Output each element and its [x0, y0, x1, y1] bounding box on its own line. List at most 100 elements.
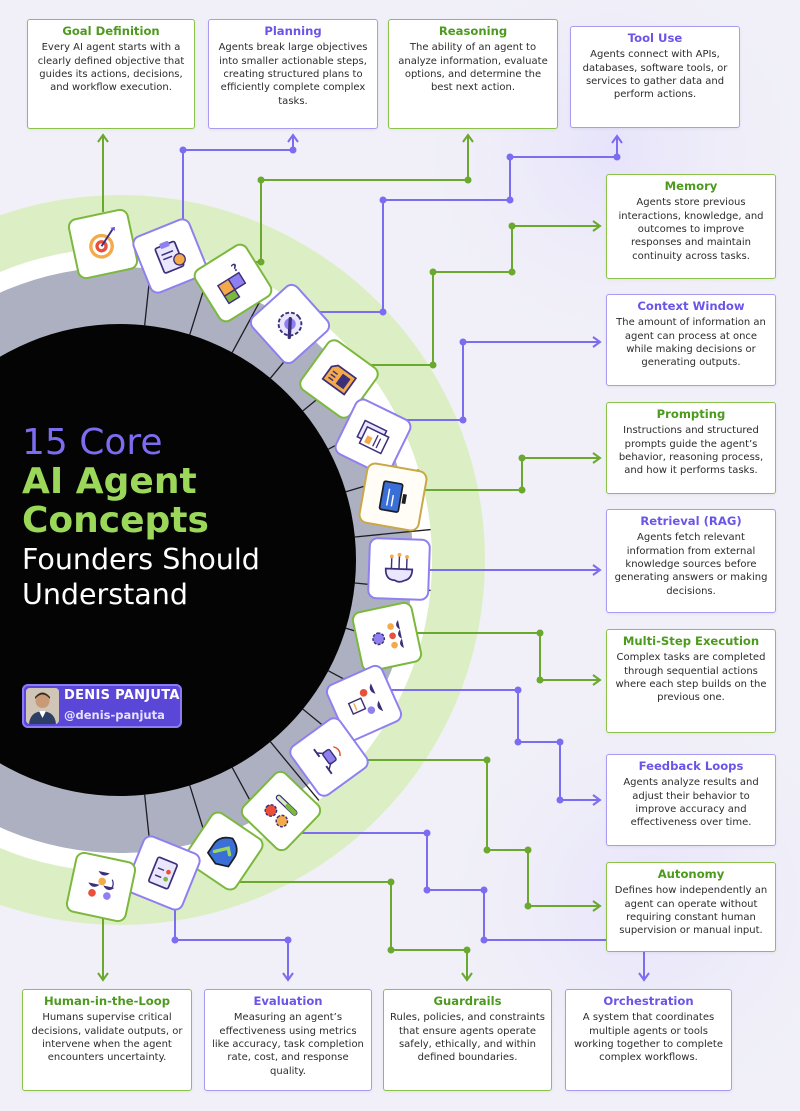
arrow-head	[638, 972, 650, 982]
arrow-head	[592, 452, 602, 464]
card-text: The ability of an agent to analyze infor…	[398, 42, 548, 94]
author-badge[interactable]: DENIS PANJUTA @denis-panjuta	[22, 684, 182, 728]
tile-goal-definition[interactable]	[66, 207, 140, 281]
card-memory[interactable]: Memory Agents store previous interaction…	[606, 174, 776, 279]
tile-orchestration[interactable]	[237, 767, 325, 855]
connector-wire	[390, 632, 600, 681]
card-title: Guardrails	[433, 994, 502, 1008]
card-title: Multi-Step Execution	[622, 634, 760, 648]
card-title: Autonomy	[657, 867, 725, 881]
card-planning[interactable]: Planning Agents break large objectives i…	[208, 19, 378, 129]
center-disc	[0, 324, 356, 796]
card-context-window[interactable]: Context Window The amount of information…	[606, 294, 776, 386]
title-line-2: AI Agent	[22, 460, 197, 502]
svg-text:?: ?	[229, 261, 241, 274]
junction-dot	[429, 268, 437, 276]
card-evaluation[interactable]: Evaluation Measuring an agent’s effectiv…	[204, 989, 372, 1091]
tile-retrieval-rag[interactable]	[366, 536, 432, 602]
gears-icon	[264, 794, 298, 828]
junction-dot	[459, 416, 467, 424]
card-text: Defines how independently an agent can o…	[614, 885, 768, 937]
tile-reasoning[interactable]: ?	[190, 240, 276, 326]
main-title: 15 Core AI Agent Concepts Founders Shoul…	[22, 424, 312, 613]
tile-feedback-loops[interactable]	[323, 662, 405, 744]
connector-wire	[182, 135, 294, 230]
tile-tool-use[interactable]	[246, 280, 334, 368]
junction-dot	[556, 796, 564, 804]
connector-wire	[396, 457, 600, 491]
wrench-gear-icon	[277, 311, 303, 340]
connector-wire	[290, 136, 618, 313]
tile-guardrails[interactable]	[180, 807, 268, 895]
junction-dot	[613, 153, 621, 161]
card-title: Human-in-the-Loop	[43, 994, 171, 1008]
junction-dot	[379, 308, 387, 316]
arrow-head	[282, 972, 294, 982]
card-title: Orchestration	[603, 994, 694, 1008]
title-line-4: Founders Should	[22, 542, 260, 576]
junction-dot	[483, 756, 491, 764]
target-icon	[89, 226, 115, 259]
card-text: Agents break large objectives into small…	[218, 42, 368, 107]
tile-context-window[interactable]	[331, 395, 415, 479]
tile-planning[interactable]	[129, 215, 211, 297]
title-line-5: Understand	[22, 577, 188, 611]
clipboard-icon	[154, 240, 186, 274]
connector-wire	[232, 881, 468, 980]
junction-dot	[423, 886, 431, 894]
junction-dot	[508, 268, 516, 276]
card-human-in-the-loop[interactable]: Human-in-the-Loop Humans supervise criti…	[22, 989, 192, 1091]
card-goal-definition[interactable]: Goal Definition Every AI agent starts wi…	[27, 19, 195, 129]
band-spoke	[269, 741, 320, 801]
tile-autonomy[interactable]	[285, 713, 373, 801]
junction-dot	[379, 196, 387, 204]
puzzle-icon: ?	[216, 261, 247, 305]
connector-wire	[174, 902, 289, 980]
card-title: Tool Use	[627, 31, 683, 45]
tile-multi-step-execution[interactable]	[350, 600, 424, 674]
card-title: Goal Definition	[62, 24, 160, 38]
connector-wire	[368, 689, 600, 801]
card-title: Evaluation	[253, 994, 323, 1008]
avatar	[26, 688, 59, 724]
band-spoke	[354, 528, 431, 538]
junction-dot	[257, 176, 265, 184]
tile-human-in-the-loop[interactable]	[64, 850, 138, 924]
connector-wire	[340, 225, 600, 366]
card-reasoning[interactable]: Reasoning The ability of an agent to ana…	[388, 19, 558, 129]
card-retrieval-rag[interactable]: Retrieval (RAG) Agents fetch relevant in…	[606, 509, 776, 613]
card-text: A system that coordinates multiple agent…	[573, 1012, 723, 1064]
junction-dot	[506, 196, 514, 204]
junction-dot	[464, 176, 472, 184]
junction-dot	[524, 902, 532, 910]
drone-icon	[313, 746, 341, 775]
author-handle: @denis-panjuta	[64, 708, 165, 722]
card-prompting[interactable]: Prompting Instructions and structured pr…	[606, 402, 776, 494]
card-autonomy[interactable]: Autonomy Defines how independently an ag…	[606, 862, 776, 952]
junction-dot	[387, 878, 395, 886]
arrow-head	[462, 133, 474, 143]
tile-evaluation[interactable]	[122, 832, 204, 914]
junction-dot	[536, 629, 544, 637]
team-gear-icon	[372, 620, 404, 649]
junction-dot	[556, 738, 564, 746]
card-text: Agents store previous interactions, know…	[618, 197, 764, 262]
card-text: Instructions and structured prompts guid…	[618, 425, 764, 477]
tile-prompting[interactable]	[357, 461, 429, 533]
people-icon	[88, 870, 115, 900]
card-tool-use[interactable]: Tool Use Agents connect with APIs, datab…	[570, 26, 740, 128]
card-text: Complex tasks are completed through sequ…	[615, 652, 767, 704]
tile-memory[interactable]	[295, 335, 383, 423]
card-orchestration[interactable]: Orchestration A system that coordinates …	[565, 989, 732, 1091]
connector-wire	[375, 341, 600, 421]
junction-dot	[480, 886, 488, 894]
card-feedback-loops[interactable]: Feedback Loops Agents analyze results an…	[606, 754, 776, 846]
documents-icon	[356, 419, 390, 455]
junction-dot	[506, 153, 514, 161]
card-multi-step-execution[interactable]: Multi-Step Execution Complex tasks are c…	[606, 629, 776, 733]
card-guardrails[interactable]: Guardrails Rules, policies, and constrai…	[383, 989, 552, 1091]
card-title: Memory	[664, 179, 718, 193]
brain-circuit-icon	[384, 552, 414, 583]
junction-dot	[289, 146, 297, 154]
junction-dot	[508, 222, 516, 230]
